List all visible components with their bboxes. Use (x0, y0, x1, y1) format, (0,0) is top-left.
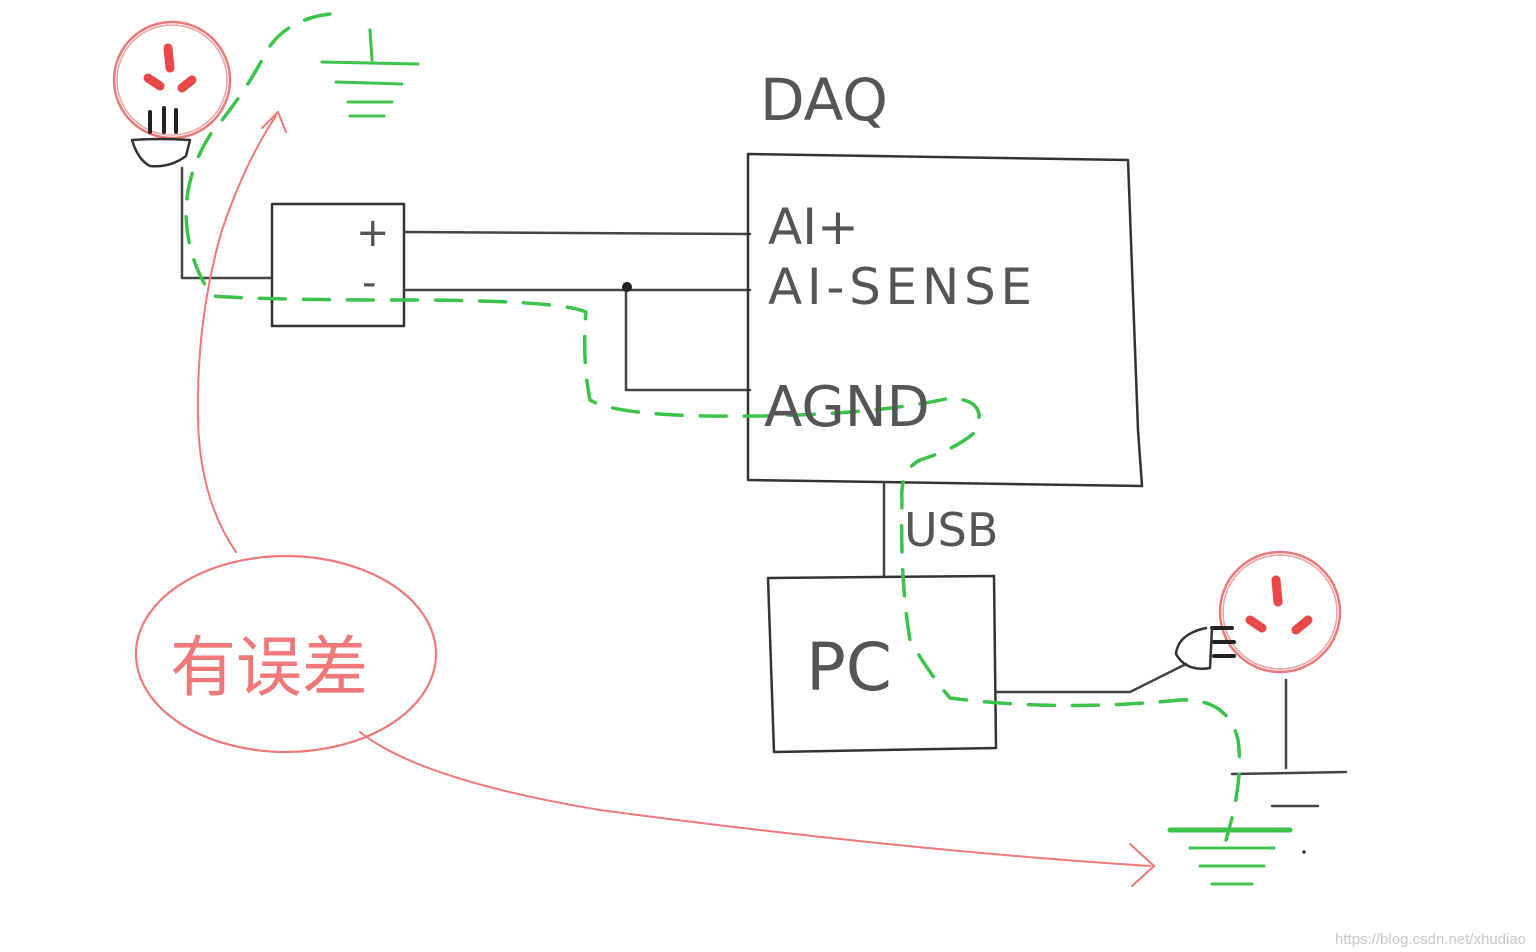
daq-box (746, 152, 1144, 488)
wire-plug-to-sensor (180, 166, 272, 280)
daq-title: DAQ (760, 66, 888, 134)
pc-label: PC (806, 629, 892, 706)
error-note: 有误差 (170, 629, 368, 706)
wire-right-ground (1230, 678, 1348, 808)
ai-sense-label: AI-SENSE (768, 258, 1032, 316)
ground-loop-path (184, 12, 1242, 842)
error-annotation-arrows (196, 111, 1155, 887)
error-annotation-ellipse (134, 554, 438, 754)
wire-ai-plus (402, 230, 752, 236)
ground-symbol-right (1167, 827, 1293, 886)
watermark: https://blog.csdn.net/xhudiao (1335, 931, 1526, 948)
sensor-minus-label: - (362, 260, 376, 306)
ai-plus-label: AI+ (768, 198, 859, 256)
ground-symbol-top (320, 28, 420, 118)
sensor-plus-label: + (356, 210, 390, 256)
outlet-right (1174, 550, 1342, 674)
sensor-box (270, 202, 406, 328)
agnd-label: AGND (764, 375, 930, 440)
wire-agnd (624, 288, 752, 392)
junction-dot (622, 282, 632, 292)
wire-pc-to-plug (994, 662, 1188, 694)
pc-box (766, 574, 998, 754)
outlet-left (112, 20, 232, 168)
usb-label: USB (904, 503, 998, 557)
